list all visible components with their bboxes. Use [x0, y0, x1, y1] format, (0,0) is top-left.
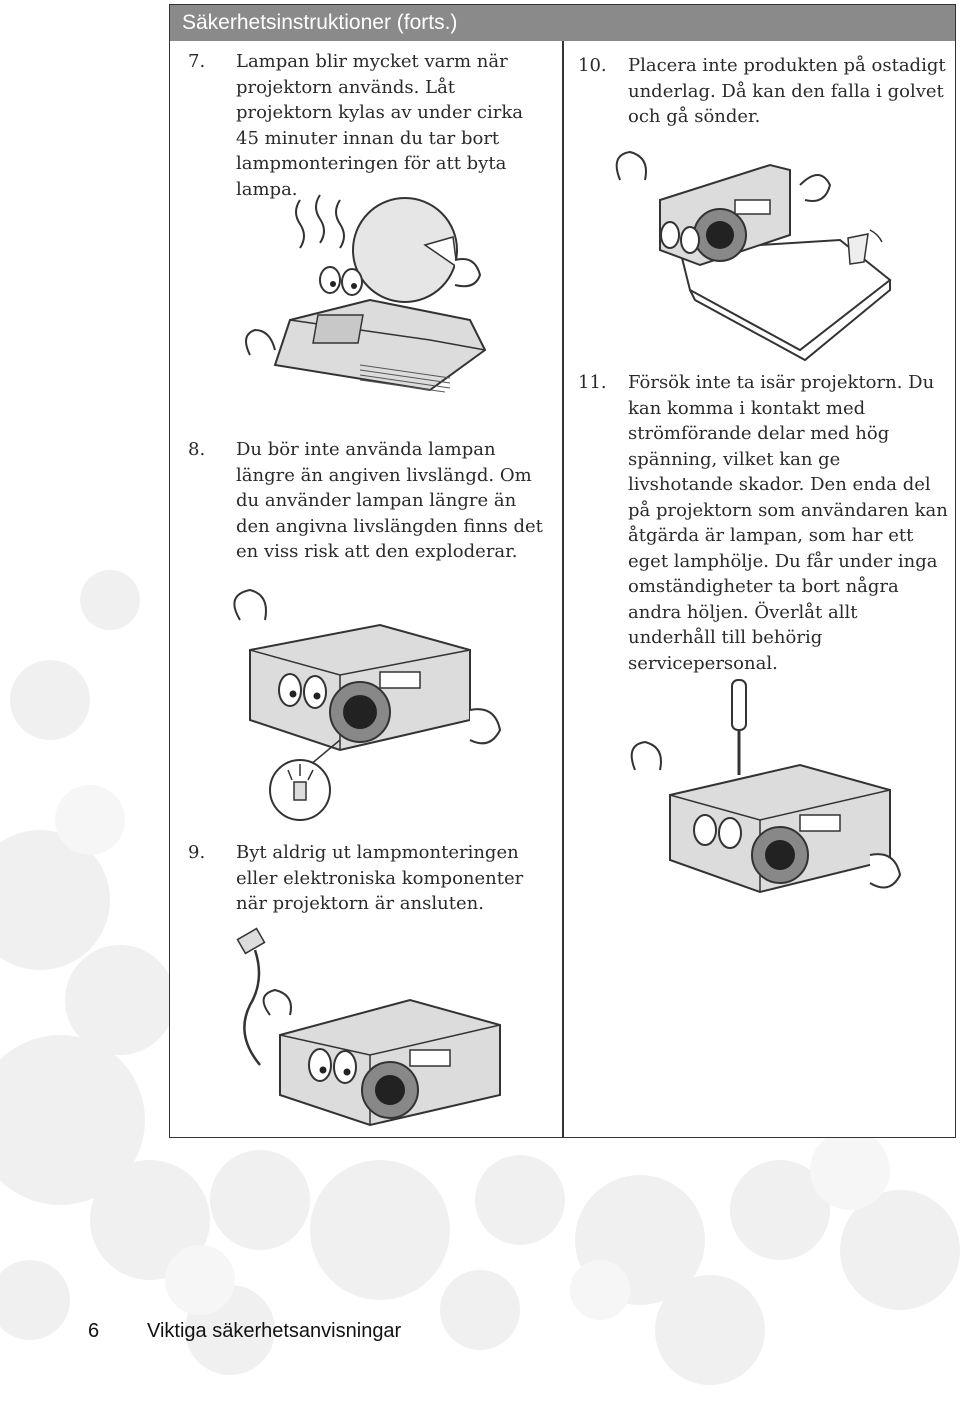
hot-lamp-illustration [245, 194, 487, 393]
item-text: Lampan blir mycket varm när projektorn a… [236, 51, 524, 200]
item-number: 9. [188, 842, 206, 863]
item-number: 8. [188, 439, 206, 460]
item-text: Du bör inte använda lampan längre än ang… [236, 439, 543, 562]
instruction-item-8: 8. Du bör inte använda lampan längre än … [188, 437, 548, 565]
instruction-item-11: 11. Försök inte ta isär projektorn. Du k… [578, 370, 948, 676]
item-text: Placera inte produkten på ostadigt under… [628, 55, 946, 127]
column-divider [562, 41, 564, 1138]
section-header: Säkerhetsinstruktioner (forts.) [170, 5, 955, 41]
item-text: Byt aldrig ut lampmonteringen eller elek… [236, 842, 524, 914]
instruction-item-9: 9. Byt aldrig ut lampmonteringen eller e… [188, 840, 548, 917]
instruction-item-7: 7. Lampan blir mycket varm när projektor… [188, 49, 548, 202]
instructions-frame: Säkerhetsinstruktioner (forts.) 7. Lampa… [169, 4, 956, 1138]
instruction-item-10: 10. Placera inte produkten på ostadigt u… [578, 53, 948, 130]
exploding-lamp-illustration [233, 588, 502, 821]
item-number: 10. [578, 55, 607, 76]
item-text: Försök inte ta isär projektorn. Du kan k… [628, 372, 948, 674]
disassembly-illustration [630, 679, 902, 894]
footer-section-title: Viktiga säkerhetsanvisningar [147, 1320, 402, 1342]
item-number: 7. [188, 51, 206, 72]
item-number: 11. [578, 372, 607, 393]
plugged-in-projector-illustration [236, 927, 501, 1127]
unstable-surface-illustration [615, 150, 892, 362]
page-number: 6 [88, 1320, 100, 1342]
